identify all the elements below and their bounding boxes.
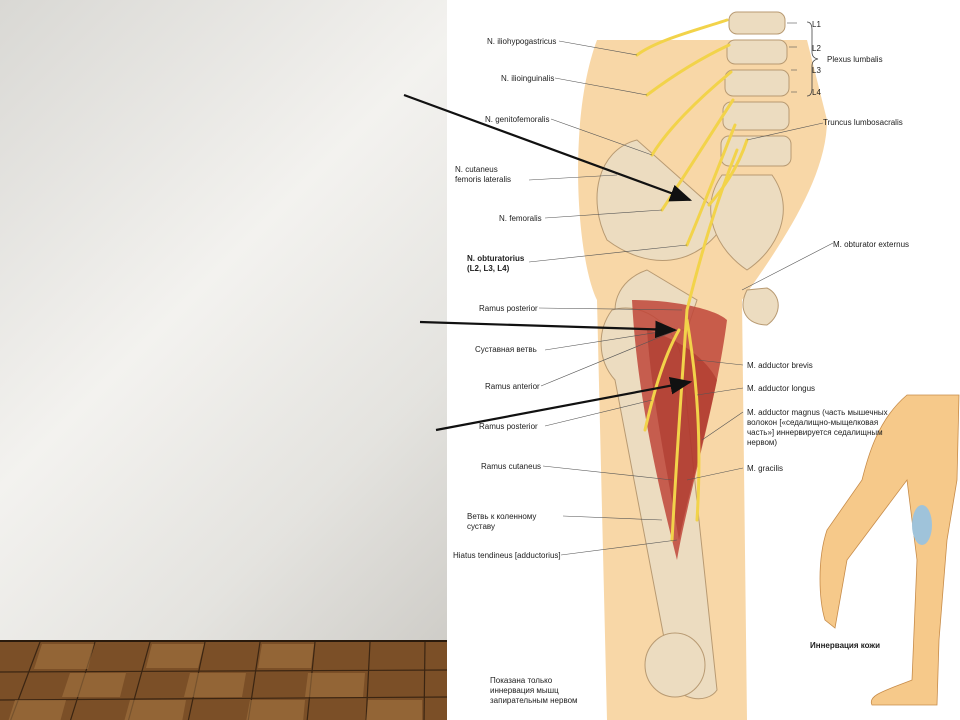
footnote-line3: запирательным нервом [490, 696, 578, 705]
inset-caption: Иннервация кожи [810, 641, 881, 650]
label-L2: L2 [812, 44, 821, 53]
label-adductor-magnus-line2: волокон [«седалищно-мыщелковая [747, 418, 879, 427]
footnote-line2: иннервация мышц [490, 686, 559, 695]
label-ramus-posterior-upper: Ramus posterior [479, 304, 538, 313]
label-femoralis: N. femoralis [499, 214, 542, 223]
label-gracilis: M. gracilis [747, 464, 784, 473]
label-knee-branch-line1: Ветвь к коленному [467, 512, 537, 521]
label-knee-branch-line2: суставу [467, 522, 496, 531]
label-ilioinguinalis: N. ilioinguinalis [501, 74, 555, 83]
label-genitofemoralis: N. genitofemoralis [485, 115, 550, 124]
label-adductor-magnus-line3: часть»] иннервируется седалищным [747, 428, 883, 437]
label-iliohypogastricus: N. iliohypogastricus [487, 37, 557, 46]
label-adductor-magnus-line1: M. adductor magnus (часть мышечных [747, 408, 888, 417]
label-hiatus-tendineus: Hiatus tendineus [adductorius] [453, 551, 561, 560]
label-articular-branch: Суставная ветвь [475, 345, 537, 354]
label-cutaneus-line2: femoris lateralis [455, 175, 512, 184]
label-L1: L1 [812, 20, 821, 29]
skin-inset-leg [819, 394, 960, 706]
label-adductor-brevis: M. adductor brevis [747, 361, 813, 370]
anatomy-illustration [528, 11, 960, 720]
label-obturatorius-line2: (L2, L3, L4) [467, 264, 510, 273]
wood-floor [0, 640, 448, 720]
label-plexus-lumbalis: Plexus lumbalis [827, 55, 883, 64]
label-obturatorius-line1: N. obturatorius [467, 254, 525, 263]
label-L4: L4 [812, 88, 821, 97]
label-L3: L3 [812, 66, 821, 75]
label-ramus-posterior-lower: Ramus posterior [479, 422, 538, 431]
label-adductor-longus: M. adductor longus [747, 384, 816, 393]
label-cutaneus-line1: N. cutaneus [455, 165, 498, 174]
footnote-line1: Показана только [490, 676, 553, 685]
label-adductor-magnus-line4: нервом) [747, 438, 778, 447]
anatomy-figure: N. iliohypogastricus N. ilioinguinalis N… [447, 0, 960, 720]
label-obturator-externus: M. obturator externus [833, 240, 910, 249]
label-ramus-anterior: Ramus anterior [485, 382, 540, 391]
wall-background [0, 0, 448, 640]
label-ramus-cutaneus: Ramus cutaneus [481, 462, 542, 471]
label-truncus-lumbosacralis: Truncus lumbosacralis [823, 118, 903, 127]
